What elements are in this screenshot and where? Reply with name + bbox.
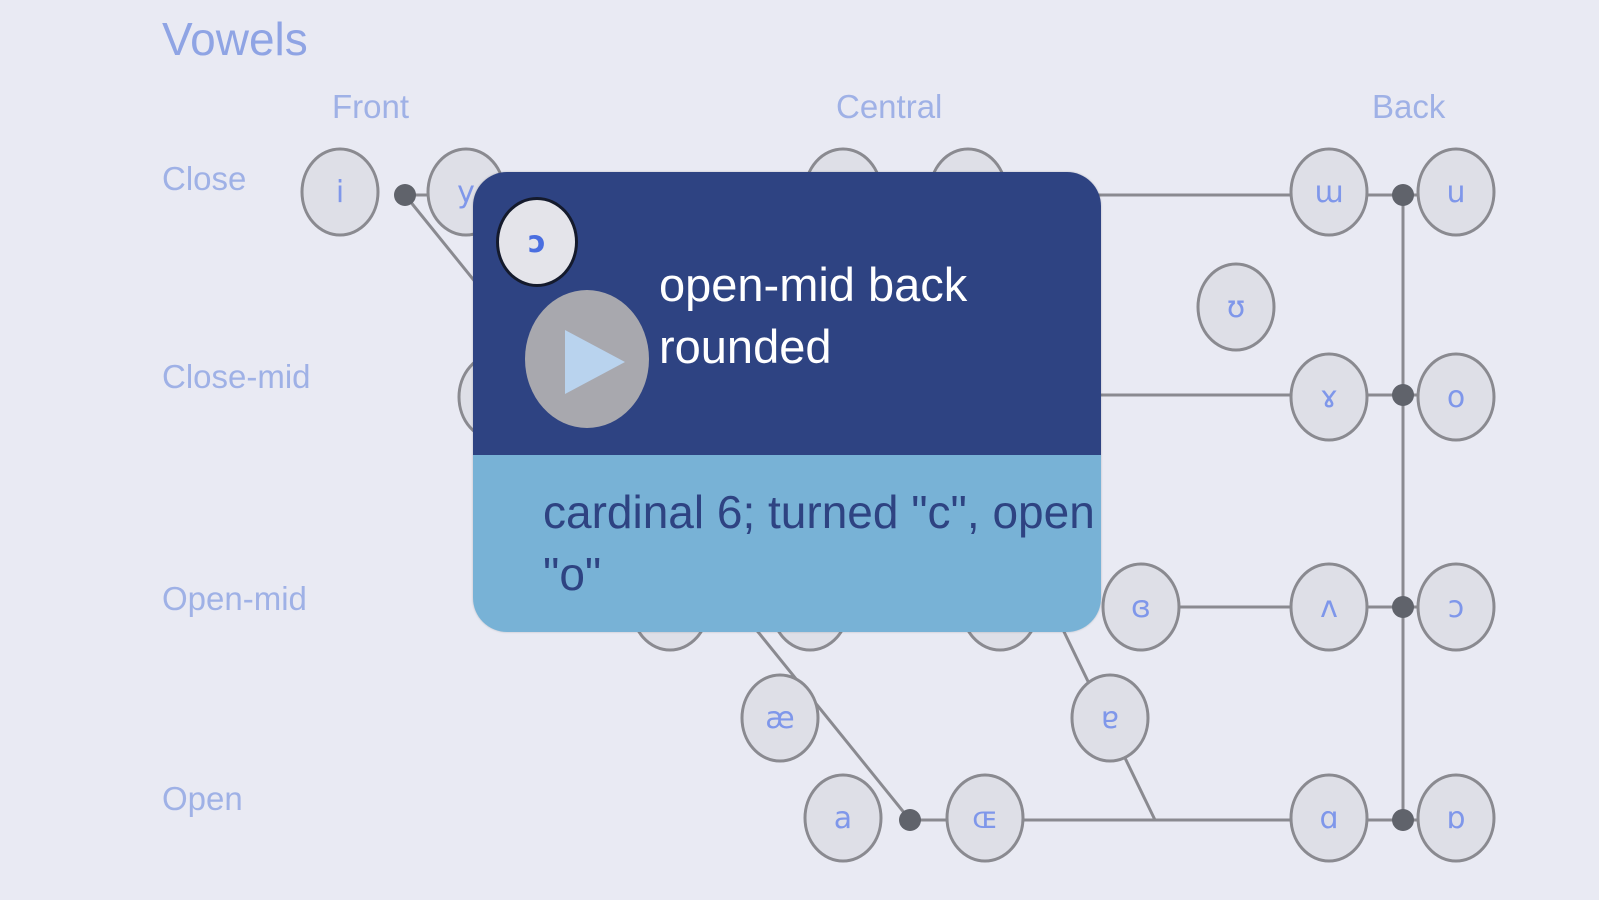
row-label-open-mid: Open-mid xyxy=(162,580,307,617)
vowel-node[interactable]: ʊ xyxy=(1196,262,1276,352)
junction-dot xyxy=(899,809,921,831)
section-title: Vowels xyxy=(162,13,308,65)
vowel-symbol: ɑ xyxy=(1319,801,1338,836)
junction-dot xyxy=(1392,384,1414,406)
popup-symbol: ɔ xyxy=(496,197,578,287)
vowel-node-circle xyxy=(1289,773,1369,863)
vowel-node-circle xyxy=(1101,562,1181,652)
vowel-symbol: o xyxy=(1447,380,1465,415)
vowel-node[interactable]: ɞ xyxy=(1101,562,1181,652)
row-label-close-mid: Close-mid xyxy=(162,358,311,395)
row-label-open: Open xyxy=(162,780,243,817)
vowel-node[interactable]: æ xyxy=(740,673,820,763)
vowel-node-circle xyxy=(1416,773,1496,863)
vowel-node[interactable]: ɔ xyxy=(1416,562,1496,652)
junction-dot xyxy=(1392,809,1414,831)
column-label-back: Back xyxy=(1372,88,1446,125)
junction-dot xyxy=(1392,184,1414,206)
vowel-symbol: æ xyxy=(765,701,794,736)
vowel-symbol: y xyxy=(457,175,475,210)
vowel-node-circle xyxy=(1289,562,1369,652)
vowel-symbol: i xyxy=(336,175,344,210)
vowel-node[interactable]: a xyxy=(803,773,883,863)
vowel-node[interactable]: ɒ xyxy=(1416,773,1496,863)
vowel-symbol: ɒ xyxy=(1446,801,1465,836)
vowel-symbol: ʌ xyxy=(1320,590,1338,625)
vowel-node-circle xyxy=(1196,262,1276,352)
vowel-node[interactable]: i xyxy=(300,147,380,237)
row-label-close: Close xyxy=(162,160,247,197)
chart-junction-dots xyxy=(394,184,1414,831)
vowel-node-circle xyxy=(1289,147,1369,237)
popup-header: ɔ open-mid back rounded xyxy=(473,172,1101,455)
column-label-central: Central xyxy=(836,88,943,125)
vowel-node-circle xyxy=(945,773,1025,863)
vowel-node-circle xyxy=(1070,673,1150,763)
vowel-node-circle xyxy=(740,673,820,763)
vowel-symbol: ɯ xyxy=(1314,175,1343,210)
vowel-node-circle xyxy=(1416,352,1496,442)
vowel-node[interactable]: u xyxy=(1416,147,1496,237)
vowel-symbol: u xyxy=(1446,175,1465,210)
play-icon xyxy=(565,330,625,394)
vowel-symbol: ɶ xyxy=(972,801,998,836)
popup-vowel-name: open-mid back rounded xyxy=(659,258,968,373)
vowel-symbol: a xyxy=(834,801,852,836)
vowel-node[interactable]: ɶ xyxy=(945,773,1025,863)
vowel-node-circle xyxy=(803,773,883,863)
vowel-node-circle xyxy=(1416,147,1496,237)
vowel-node[interactable]: ɯ xyxy=(1289,147,1369,237)
vowel-symbol: ɐ xyxy=(1101,701,1119,736)
popup-description: cardinal 6; turned "c", open "o" xyxy=(543,486,1095,600)
popup-body: cardinal 6; turned "c", open "o" xyxy=(473,455,1101,632)
vowel-symbol: ɔ xyxy=(1448,590,1464,625)
vowel-node[interactable]: ʌ xyxy=(1289,562,1369,652)
column-label-front: Front xyxy=(332,88,410,125)
vowel-node[interactable]: ɑ xyxy=(1289,773,1369,863)
vowel-info-popup: ɔ open-mid back rounded cardinal 6; turn… xyxy=(473,172,1101,632)
vowel-symbol: ɞ xyxy=(1131,590,1151,625)
vowel-node-circle xyxy=(1416,562,1496,652)
vowel-node[interactable]: ɤ xyxy=(1289,352,1369,442)
junction-dot xyxy=(394,184,416,206)
vowel-node[interactable]: ɐ xyxy=(1070,673,1150,763)
junction-dot xyxy=(1392,596,1414,618)
vowel-node-circle xyxy=(300,147,380,237)
play-button[interactable] xyxy=(525,290,649,428)
vowel-node[interactable]: o xyxy=(1416,352,1496,442)
vowel-node-circle xyxy=(1289,352,1369,442)
vowel-symbol: ʊ xyxy=(1227,290,1246,325)
vowel-symbol: ɤ xyxy=(1320,380,1338,415)
